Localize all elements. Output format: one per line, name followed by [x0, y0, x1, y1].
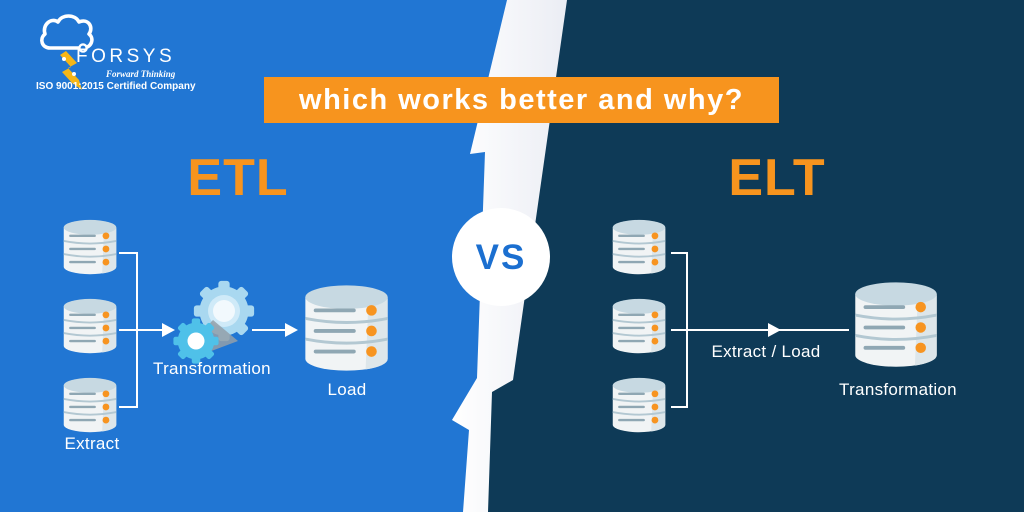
database-icon	[853, 280, 939, 369]
etl-connector-lines	[119, 252, 285, 408]
gears-icon	[173, 280, 255, 364]
database-icon	[611, 297, 667, 355]
etl-transformation-label: Transformation	[153, 359, 271, 378]
etl-title: ETL	[187, 149, 289, 207]
vs-label: VS	[475, 238, 527, 277]
database-icon	[62, 218, 118, 276]
arrow-icon	[162, 323, 175, 337]
forsys-logo: FORSYS Forward Thinking ISO 9001:2015 Ce…	[36, 12, 196, 96]
arrow-icon	[285, 323, 298, 337]
etl-extract-label: Extract	[64, 434, 120, 453]
brand-name: FORSYS	[76, 46, 176, 67]
database-icon	[62, 376, 118, 434]
banner-title: which works better and why?	[264, 77, 779, 123]
brand-certification: ISO 9001:2015 Certified Company	[36, 81, 196, 92]
vs-badge-circle	[452, 208, 550, 306]
database-icon	[611, 376, 667, 434]
right-navy-background	[465, 0, 1024, 512]
database-icon	[611, 218, 667, 276]
database-icon	[62, 297, 118, 355]
elt-extract-load-label: Extract / Load	[711, 342, 821, 361]
etl-load-label: Load	[327, 380, 367, 399]
elt-connector-lines	[671, 252, 849, 408]
brand-tagline: Forward Thinking	[106, 69, 176, 79]
elt-transformation-label: Transformation	[839, 380, 957, 399]
database-icon	[303, 283, 390, 373]
cloud-lightning-icon	[40, 14, 94, 90]
elt-title: ELT	[728, 149, 826, 207]
arrow-icon	[768, 323, 781, 337]
